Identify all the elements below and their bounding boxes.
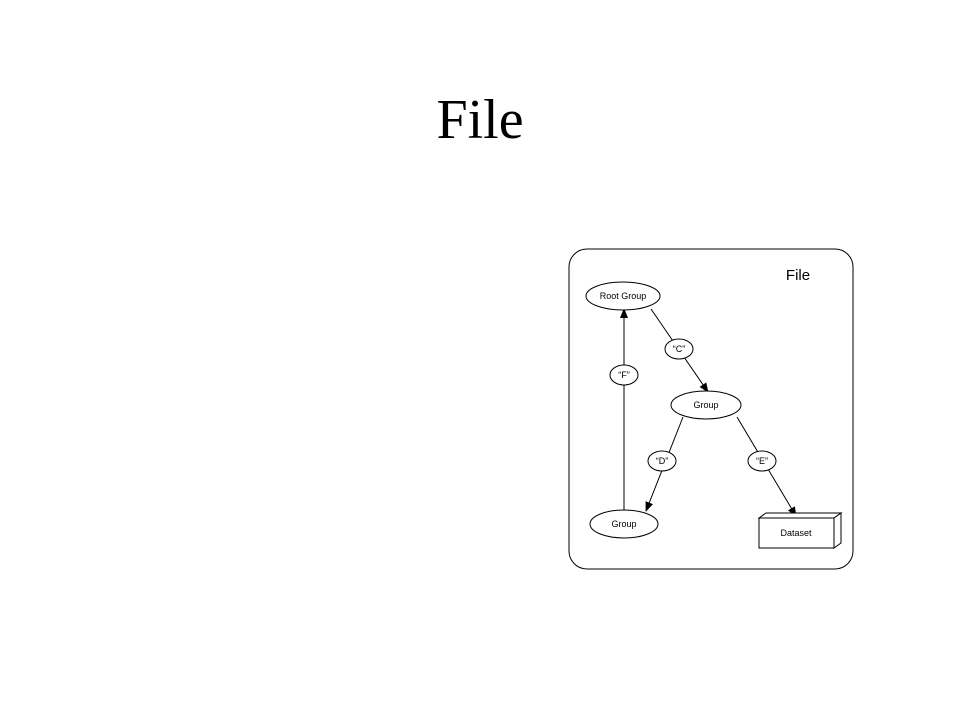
edge-label-f: “F” [609, 364, 639, 386]
edge-label-c: “C” [664, 338, 694, 360]
edge-label-d-text: “D” [656, 456, 669, 466]
edge-label-e-text: “E” [756, 456, 768, 466]
panel-title: File [786, 267, 810, 284]
node-dataset-label: Dataset [780, 528, 812, 538]
node-group-middle-label: Group [693, 400, 718, 410]
edge-label-c-text: “C” [673, 344, 686, 354]
slide-title: File [436, 89, 524, 151]
node-group-bottom-label: Group [611, 519, 636, 529]
edge-label-d: “D” [647, 450, 677, 472]
node-root-group-label: Root Group [600, 291, 647, 301]
edge-label-e: “E” [747, 450, 777, 472]
edge-label-f-text: “F” [618, 370, 630, 380]
node-group-middle: Group [670, 390, 742, 420]
node-group-bottom: Group [589, 509, 659, 539]
node-dataset: Dataset [757, 512, 843, 549]
node-root-group: Root Group [585, 281, 661, 311]
